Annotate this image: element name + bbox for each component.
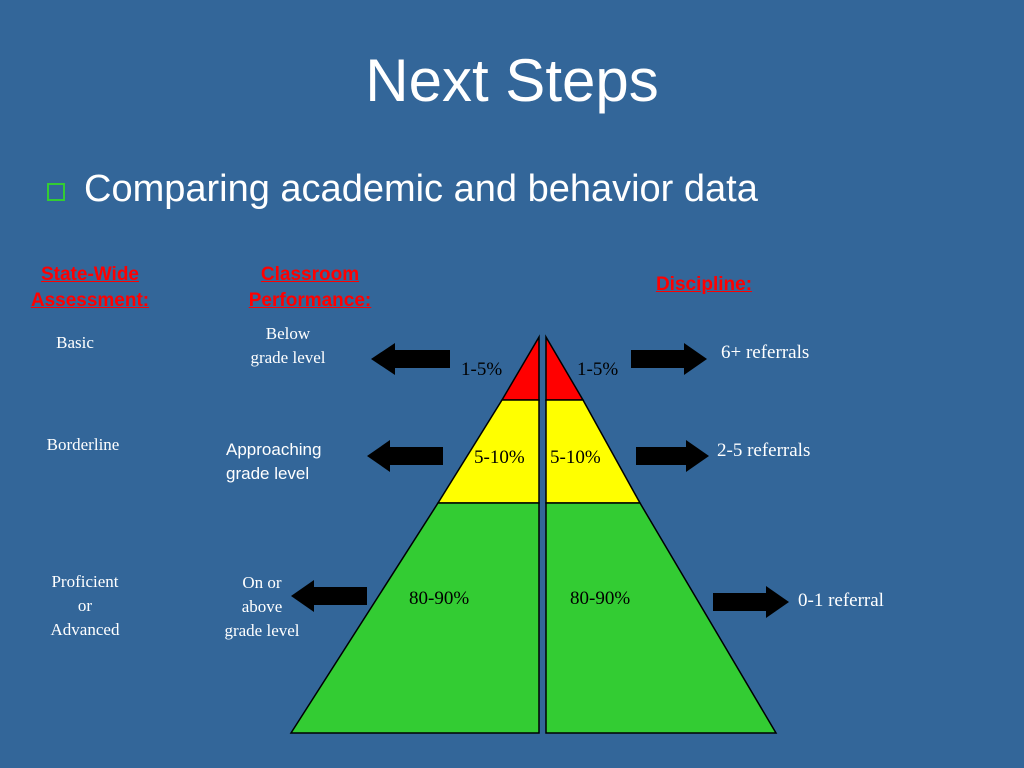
label-line: On or	[242, 573, 282, 592]
header-classroom-performance: Classroom Performance:	[225, 262, 395, 314]
arrow-left-icon	[291, 580, 367, 612]
right-tier-top-label: 1-5%	[577, 359, 619, 380]
label-line: Below	[265, 324, 311, 343]
header-state-wide-assessment: State-Wide Assessment:	[10, 262, 170, 314]
slide-title: Next Steps	[365, 47, 659, 114]
header-line: Assessment:	[30, 290, 150, 311]
left-tier-middle-label: 5-10%	[474, 447, 525, 468]
classroom-below-grade: Below grade level	[236, 322, 340, 370]
right-tier-bottom-label: 80-90%	[570, 588, 631, 609]
arrow-right-icon	[636, 440, 709, 472]
label-line: grade level	[250, 348, 326, 367]
discipline-six-plus-referrals: 6+ referrals	[721, 342, 810, 363]
label-line: or	[77, 596, 93, 615]
arrow-right-icon	[713, 586, 789, 618]
classroom-on-above-grade: On or above grade level	[212, 571, 312, 643]
bullet-text: Comparing academic and behavior data	[84, 168, 758, 210]
discipline-zero-to-one-referral: 0-1 referral	[798, 590, 884, 611]
left-tier-top	[500, 334, 540, 401]
discipline-two-to-five-referrals: 2-5 referrals	[717, 440, 811, 461]
arrow-left-icon	[371, 343, 450, 375]
left-tier-bottom-label: 80-90%	[409, 588, 470, 609]
arrow-left-icon	[367, 440, 443, 472]
header-line: State-Wide	[40, 264, 139, 285]
left-tier-top-label: 1-5%	[461, 359, 503, 380]
left-tier-bottom	[289, 502, 540, 734]
label-line: above	[241, 597, 283, 616]
right-tier-middle-label: 5-10%	[550, 447, 601, 468]
label-line: grade level	[226, 464, 310, 483]
label-line: grade level	[224, 621, 300, 640]
label-line: Advanced	[50, 620, 120, 639]
assessment-basic: Basic	[56, 333, 94, 352]
label-line: Proficient	[51, 572, 119, 591]
classroom-approaching-grade: Approaching grade level	[226, 438, 321, 486]
header-discipline: Discipline:	[655, 274, 753, 295]
assessment-proficient-advanced: Proficient or Advanced	[30, 570, 140, 642]
assessment-borderline: Borderline	[46, 435, 120, 454]
label-line: Approaching	[226, 440, 322, 459]
arrow-right-icon	[631, 343, 707, 375]
right-tier-bottom	[545, 502, 778, 734]
header-line: Classroom	[260, 264, 360, 285]
header-line: Performance:	[248, 290, 372, 311]
hollow-square-icon	[47, 183, 65, 201]
